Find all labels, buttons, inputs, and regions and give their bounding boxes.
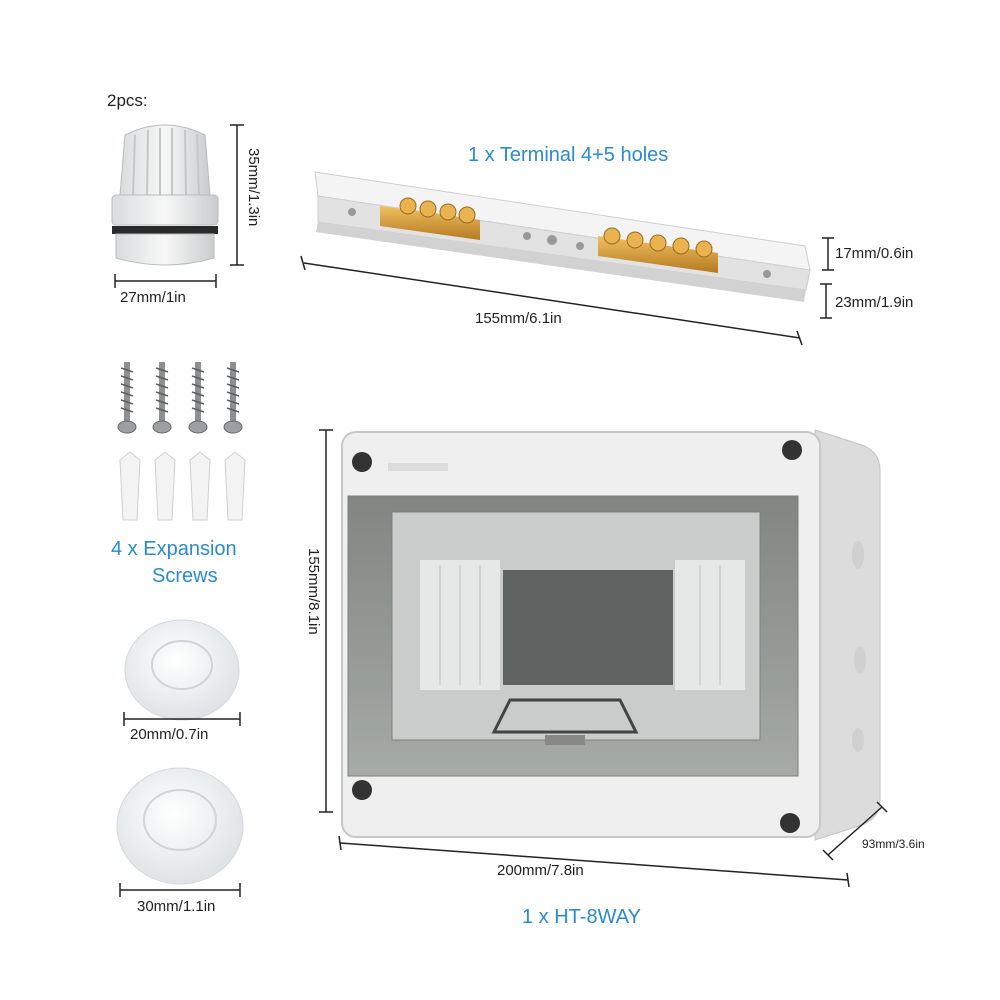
- plug-small: [124, 619, 240, 721]
- plug-small-label: 20mm/0.7in: [130, 726, 209, 743]
- enclosure-box: [341, 429, 881, 841]
- gland-height-label: 35mm/1.3in: [245, 148, 262, 227]
- gland-qty-label: 2pcs:: [107, 91, 148, 110]
- gland-width-label: 27mm/1in: [120, 289, 186, 306]
- plug-large: [116, 767, 244, 885]
- box-title: 1 x HT-8WAY: [522, 906, 641, 928]
- screws-title-line2: Screws: [152, 565, 218, 587]
- wall-anchors: [119, 451, 246, 521]
- screws: [117, 362, 243, 434]
- gland-dimension-lines: [114, 124, 244, 288]
- plug-large-dimension-line: [119, 883, 241, 897]
- terminal-height-label: 17mm/0.6in: [835, 245, 914, 262]
- box-height-label: 155mm/8.1in: [305, 548, 322, 635]
- screws-title-line1: 4 x Expansion: [111, 538, 237, 560]
- terminal-length-label: 155mm/6.1in: [475, 310, 562, 327]
- plug-small-dimension-line: [123, 712, 241, 726]
- terminal-width-label: 23mm/1.9in: [835, 294, 914, 311]
- box-depth-label: 93mm/3.6in: [862, 837, 925, 851]
- terminal-rail: [314, 171, 811, 302]
- box-dimension-lines: [319, 429, 888, 888]
- box-width-label: 200mm/7.8in: [497, 862, 584, 879]
- cable-gland: [111, 124, 219, 266]
- terminal-dimension-lines: [300, 237, 834, 346]
- plug-large-label: 30mm/1.1in: [137, 898, 216, 915]
- terminal-title: 1 x Terminal 4+5 holes: [468, 144, 669, 166]
